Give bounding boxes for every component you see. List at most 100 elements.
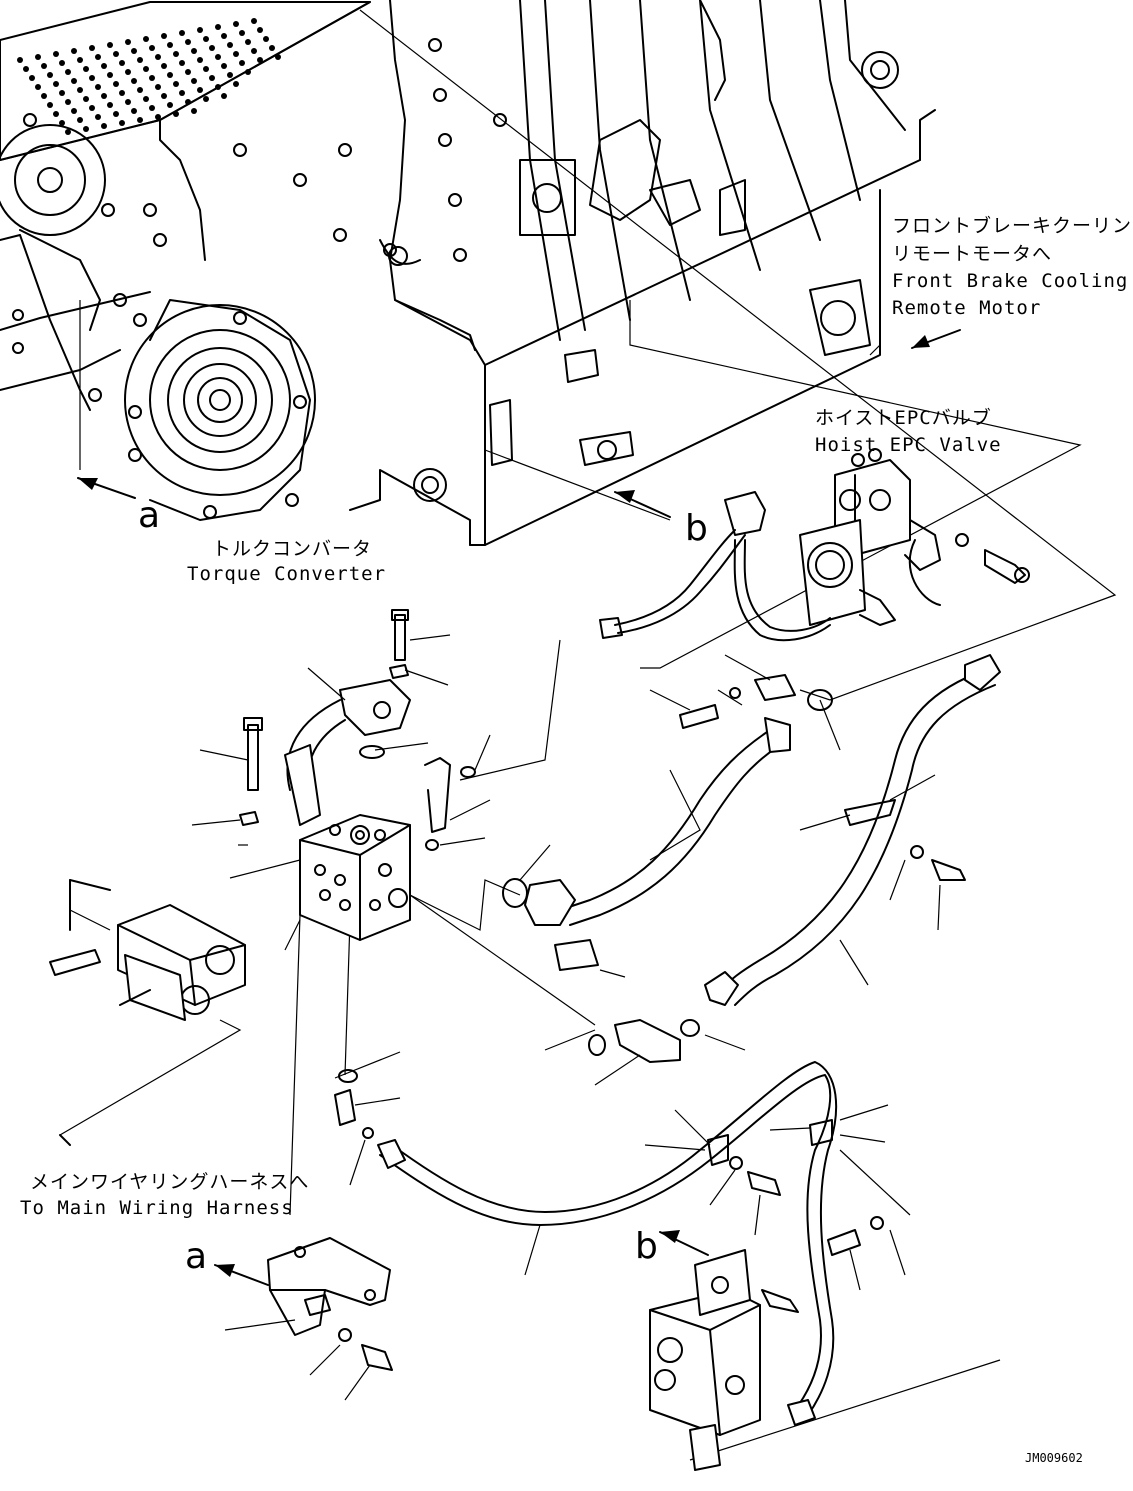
perforation-hole	[77, 57, 83, 63]
perforation-hole	[131, 48, 137, 54]
perforation-hole	[35, 54, 41, 60]
perforation-hole	[35, 84, 41, 90]
bracket	[267, 1237, 393, 1371]
front-brake-label-en1: Front Brake Cooling	[892, 270, 1128, 292]
ref-b-top: b	[685, 508, 708, 549]
perforation-hole	[89, 105, 95, 111]
perforation-hole	[65, 129, 71, 135]
perforation-hole	[251, 48, 257, 54]
perforation-hole	[53, 81, 59, 87]
direction-arrows	[59, 329, 961, 1286]
lower-valve	[649, 1249, 799, 1471]
perforation-hole	[191, 48, 197, 54]
perforation-hole	[185, 39, 191, 45]
perforation-hole	[239, 60, 245, 66]
perforation-hole	[221, 63, 227, 69]
perforation-hole	[161, 93, 167, 99]
perforation-hole	[95, 84, 101, 90]
perforation-hole	[173, 81, 179, 87]
perforation-hole	[221, 93, 227, 99]
perforation-hole	[221, 33, 227, 39]
perforation-hole	[203, 36, 209, 42]
perforation-hole	[155, 114, 161, 120]
perforation-hole	[149, 75, 155, 81]
perforation-hole	[23, 66, 29, 72]
perforation-hole	[209, 75, 215, 81]
perforation-hole	[245, 39, 251, 45]
ref-a-top: a	[138, 495, 160, 536]
perforation-hole	[83, 66, 89, 72]
perforation-hole	[149, 105, 155, 111]
leader-lines	[59, 9, 1117, 1461]
hoist-label-en: Hoist EPC Valve	[815, 434, 1002, 456]
perforation-hole	[41, 63, 47, 69]
harness-label-en: To Main Wiring Harness	[20, 1197, 294, 1219]
perforation-hole	[113, 51, 119, 57]
perforation-hole	[59, 90, 65, 96]
perforation-hole	[161, 33, 167, 39]
perforation-hole	[233, 81, 239, 87]
perforation-hole	[155, 84, 161, 90]
perforation-hole	[95, 114, 101, 120]
perforation-hole	[197, 87, 203, 93]
transmission-housing	[0, 0, 936, 546]
perforation-hole	[179, 60, 185, 66]
perforation-hole	[101, 123, 107, 129]
perforation-hole	[101, 63, 107, 69]
perforation-hole	[89, 75, 95, 81]
perforation-hole	[29, 75, 35, 81]
perforation-hole	[59, 60, 65, 66]
perforation-hole	[143, 36, 149, 42]
control-valve-block	[239, 609, 476, 941]
perforation-hole	[89, 45, 95, 51]
torque-label-en: Torque Converter	[187, 563, 386, 585]
perforation-hole	[197, 27, 203, 33]
perforation-hole	[179, 90, 185, 96]
perforation-hole	[203, 66, 209, 72]
perforation-hole	[251, 18, 257, 24]
perforation-hole	[95, 54, 101, 60]
perforation-hole	[227, 72, 233, 78]
perforation-hole	[167, 102, 173, 108]
drawing-code: JM009602	[1025, 1451, 1083, 1465]
perforation-hole	[155, 54, 161, 60]
perforation-hole	[233, 21, 239, 27]
perforation-hole	[269, 45, 275, 51]
perforation-hole	[263, 36, 269, 42]
perforation-hole	[125, 69, 131, 75]
perforation-hole	[215, 24, 221, 30]
perforation-hole	[119, 90, 125, 96]
callout-pointers	[69, 634, 941, 1401]
harness-label-jp: メインワイヤリングハーネスへ	[30, 1171, 309, 1193]
perforation-hole	[17, 57, 23, 63]
perforation-hole	[143, 96, 149, 102]
perforation-hole	[257, 27, 263, 33]
perforation-hole	[119, 60, 125, 66]
front-brake-label-jp2: リモートモータへ	[892, 243, 1052, 265]
perforation-hole	[215, 54, 221, 60]
perforation-hole	[167, 72, 173, 78]
perforation-hole	[65, 69, 71, 75]
perforation-hole	[113, 81, 119, 87]
perforation-hole	[107, 102, 113, 108]
perforation-hole	[239, 30, 245, 36]
perforation-hole	[107, 72, 113, 78]
perforation-hole	[173, 51, 179, 57]
perforation-hole	[59, 120, 65, 126]
perforation-hole	[53, 111, 59, 117]
perforation-hole	[149, 45, 155, 51]
perforation-hole	[233, 51, 239, 57]
perforation-hole	[77, 87, 83, 93]
perforation-hole	[83, 96, 89, 102]
perforation-hole	[71, 48, 77, 54]
perforation-hole	[47, 102, 53, 108]
perforation-hole	[137, 87, 143, 93]
perforation-hole	[137, 117, 143, 123]
perforation-hole	[83, 126, 89, 132]
ref-a-bottom: a	[185, 1236, 207, 1277]
perforation-hole	[185, 69, 191, 75]
perforation-hole	[107, 42, 113, 48]
perforation-hole	[257, 57, 263, 63]
perforation-hole	[197, 57, 203, 63]
perforation-hole	[41, 93, 47, 99]
